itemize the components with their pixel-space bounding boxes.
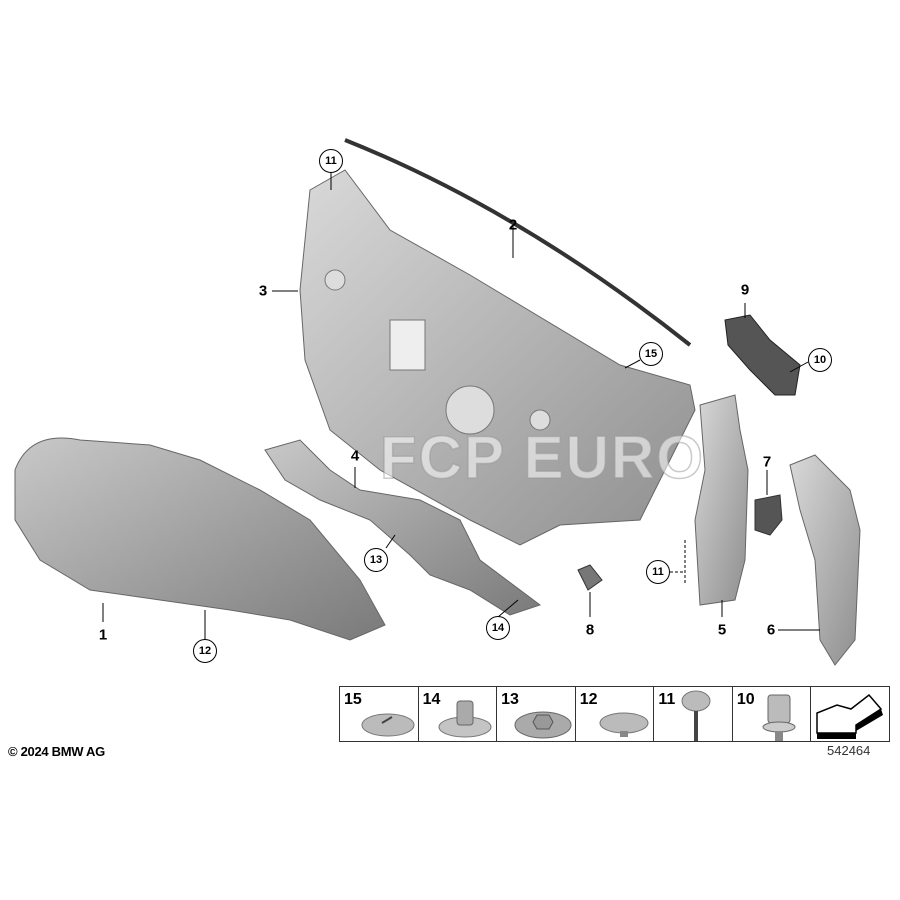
callout-11-top: 11 — [319, 149, 343, 173]
part-6-insulation — [789, 454, 861, 666]
clip-12-icon — [599, 712, 649, 737]
part-4-insulation — [264, 439, 542, 616]
legend-number: 11 — [658, 691, 676, 708]
callout-8: 8 — [585, 621, 595, 639]
callout-5: 5 — [717, 621, 727, 639]
clip-15-icon — [361, 713, 415, 737]
legend-number: 15 — [344, 691, 362, 708]
legend-cell-14: 14 — [419, 687, 498, 741]
callout-4: 4 — [350, 447, 360, 465]
legend-cell-arrow — [811, 687, 889, 741]
watermark: FCP EURO — [379, 424, 705, 492]
legend-cell-12: 12 — [576, 687, 655, 741]
nut-10-icon — [762, 694, 796, 741]
legend-cell-15: 15 — [340, 687, 419, 741]
callout-12: 12 — [193, 639, 217, 663]
part-8-part — [577, 564, 603, 591]
callout-13: 13 — [364, 548, 388, 572]
copyright: © 2024 BMW AG — [8, 744, 105, 759]
legend-number: 13 — [501, 691, 519, 708]
orientation-arrow-icon — [816, 693, 884, 739]
legend-cell-13: 13 — [497, 687, 576, 741]
callout-11-side: 11 — [646, 560, 670, 584]
callout-1: 1 — [98, 626, 108, 644]
callout-6: 6 — [766, 621, 776, 639]
callout-3: 3 — [258, 282, 268, 300]
legend-cell-11: 11 — [654, 687, 733, 741]
callout-7: 7 — [762, 453, 772, 471]
callout-2: 2 — [508, 216, 518, 234]
part-9-heat-shield — [724, 314, 801, 396]
part-2-seal — [344, 138, 692, 347]
legend-number: 10 — [736, 691, 755, 708]
part-1-insulation — [14, 437, 386, 641]
clip-14-icon — [438, 700, 492, 738]
legend-cell-10: 10 — [733, 687, 812, 741]
fastener-legend: 15 14 13 12 11 10 — [339, 686, 890, 742]
nut-13-icon — [514, 711, 572, 739]
part-3-bulkhead — [299, 169, 696, 546]
part-5-insulation — [694, 394, 749, 606]
callout-14: 14 — [486, 616, 510, 640]
callout-10: 10 — [808, 348, 832, 372]
legend-number: 12 — [579, 691, 598, 708]
callout-9: 9 — [740, 281, 750, 299]
diagram-number: 542464 — [827, 743, 871, 758]
screw-11-icon — [681, 690, 711, 741]
legend-number: 14 — [422, 691, 441, 708]
leader-lines — [102, 172, 820, 640]
callout-15: 15 — [639, 342, 663, 366]
part-7-part — [754, 494, 783, 536]
